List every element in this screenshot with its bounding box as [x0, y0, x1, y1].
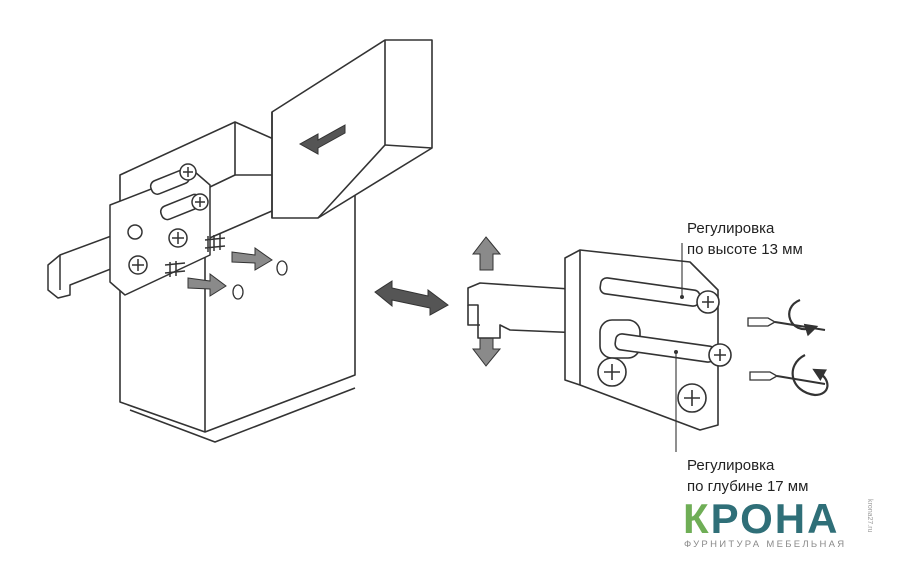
- arrow-into-hole-lower: [187, 273, 227, 297]
- arrow-up-icon: [471, 236, 502, 271]
- height-adjust-label-line2: по высоте 13 мм: [687, 241, 803, 258]
- double-arrow-horizontal: [374, 280, 449, 316]
- brand-logo: КРОНА ФУРНИТУРА МЕБЕЛЬНАЯ krona27.ru: [683, 495, 898, 555]
- depth-adjust-label-line2: по глубине 17 мм: [687, 478, 809, 495]
- height-adjust-label-line1: Регулировка: [687, 220, 775, 237]
- brand-rest: РОНА: [710, 495, 840, 542]
- door-panel: [271, 39, 433, 219]
- mount-hole-lower: [232, 284, 244, 300]
- screwdriver-lower: [749, 371, 826, 385]
- brand-site: krona27.ru: [866, 499, 873, 533]
- mount-hole-upper: [276, 260, 288, 276]
- rotate-arrow-lower: [791, 354, 829, 397]
- screwdriver-upper: [747, 317, 826, 331]
- height-adjust-label: Регулировка по высоте 13 мм: [687, 218, 803, 260]
- depth-adjust-label: Регулировка по глубине 17 мм: [687, 455, 808, 497]
- hinge-right: [467, 249, 732, 431]
- brand-tagline: ФУРНИТУРА МЕБЕЛЬНАЯ: [684, 539, 847, 550]
- hinge-left: [47, 163, 226, 299]
- brand-wordmark: КРОНА: [683, 495, 839, 543]
- brand-first-letter: К: [683, 495, 711, 542]
- door-slide-arrow: [298, 124, 346, 155]
- arrow-into-hole-upper: [231, 247, 273, 271]
- depth-adjust-label-line1: Регулировка: [687, 457, 775, 474]
- rotate-arrow-upper: [788, 298, 819, 337]
